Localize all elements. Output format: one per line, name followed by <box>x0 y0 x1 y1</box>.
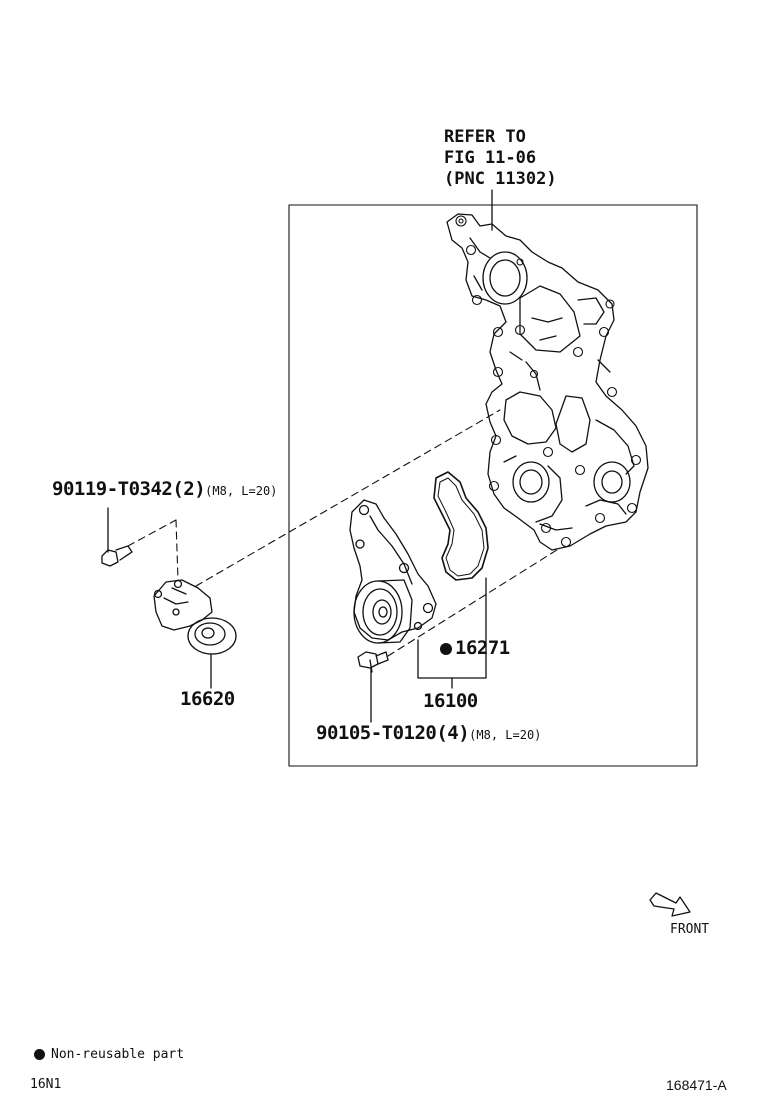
part-label-gasket[interactable]: 16271 <box>440 637 510 659</box>
water-pump-pulley <box>353 580 403 644</box>
non-reusable-dot-icon <box>440 642 452 655</box>
tensioner-pulley <box>187 617 237 655</box>
bolt-bottom-spec: (M8, L=20) <box>469 728 542 742</box>
tensioner-body <box>153 579 213 631</box>
legend-dot-icon <box>34 1049 45 1060</box>
part-number-pump-assy: 16100 <box>423 690 478 712</box>
part-label-tensioner[interactable]: 16620 <box>180 688 235 710</box>
bolt-top-drawing <box>101 545 133 567</box>
part-number-gasket: 16271 <box>455 637 510 659</box>
front-arrow <box>649 892 691 917</box>
bolt-bottom-drawing <box>357 651 389 673</box>
legend: Non-reusable part <box>34 1047 184 1062</box>
cover-seal-center <box>512 461 550 503</box>
timing-cover <box>446 213 649 551</box>
refer-note: REFER TO FIG 11-06 (PNC 11302) <box>444 127 557 190</box>
assy-bracket <box>417 587 487 679</box>
cover-seal-top <box>482 251 528 305</box>
cover-seal-right <box>593 461 631 503</box>
front-label: FRONT <box>670 922 710 937</box>
part-label-pump-assy[interactable]: 16100 <box>423 690 478 712</box>
refer-line-1: REFER TO <box>444 127 526 147</box>
gasket-outline <box>433 471 489 581</box>
part-number-bolt-bottom: 90105-T0120(4) <box>316 722 470 744</box>
part-label-bolt-top[interactable]: 90119-T0342(2)(M8, L=20) <box>52 478 277 500</box>
part-label-bolt-bottom[interactable]: 90105-T0120(4)(M8, L=20) <box>316 722 541 744</box>
part-number-tensioner: 16620 <box>180 688 235 710</box>
refer-line-3: (PNC 11302) <box>444 169 557 189</box>
bolt-top-spec: (M8, L=20) <box>205 484 278 498</box>
footer-code-left: 16N1 <box>30 1077 62 1092</box>
part-number-bolt-top: 90119-T0342(2) <box>52 478 206 500</box>
water-pump-body <box>349 499 437 641</box>
legend-text: Non-reusable part <box>51 1047 185 1062</box>
footer-code-right: 168471-A <box>666 1077 727 1093</box>
refer-line-2: FIG 11-06 <box>444 148 537 168</box>
assembly-frame <box>288 204 698 767</box>
